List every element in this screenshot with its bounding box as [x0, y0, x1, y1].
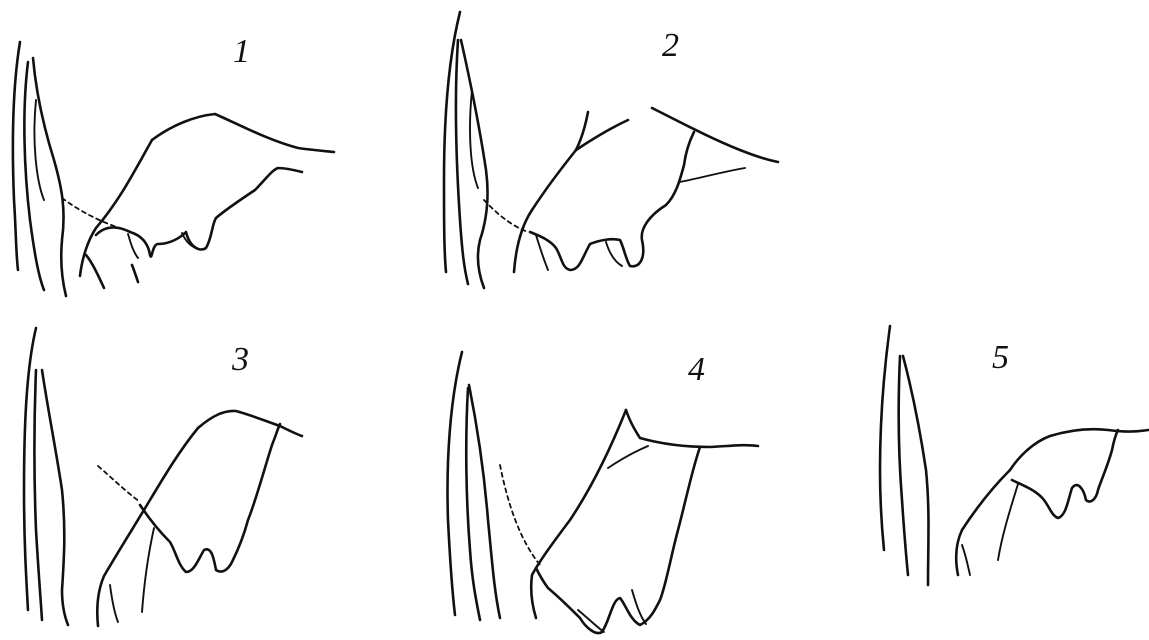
panel-label-4: 4: [688, 351, 705, 388]
panel-3: 3: [24, 328, 302, 626]
panel-1: 1: [13, 33, 334, 296]
panel-label-3: 3: [231, 341, 249, 378]
panel-label-2: 2: [662, 27, 679, 64]
belly-contour-dashed: [98, 466, 140, 502]
udder-outline: [531, 410, 758, 633]
belly-contour-dashed: [500, 465, 540, 565]
hind-leg-outline: [13, 42, 66, 296]
belly-contour-dashed: [484, 200, 528, 232]
hind-leg-outline: [448, 352, 500, 620]
panel-label-1: 1: [233, 33, 250, 70]
udder-outline: [97, 411, 302, 626]
udder-outline: [956, 429, 1148, 575]
panel-4: 4: [448, 351, 758, 633]
hind-leg-outline: [880, 326, 929, 585]
hind-leg-outline: [24, 328, 68, 625]
panel-2: 2: [444, 12, 778, 288]
panel-label-5: 5: [992, 339, 1009, 376]
hind-leg-outline: [444, 12, 488, 288]
udder-outline: [514, 108, 778, 272]
udder-outline: [80, 114, 334, 288]
panel-5: 5: [880, 326, 1148, 585]
